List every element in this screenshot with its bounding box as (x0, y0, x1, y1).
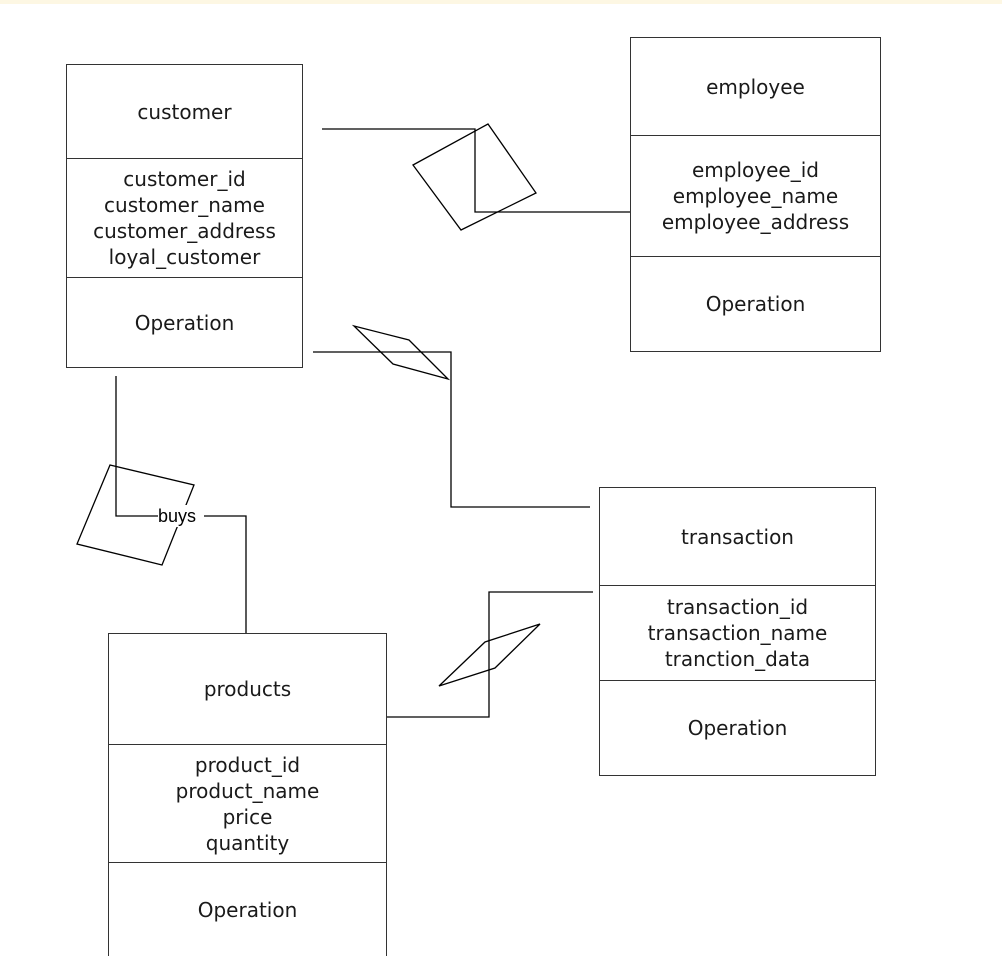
entity-name: customer (137, 99, 232, 124)
attribute: employee_id (692, 158, 819, 182)
entity-header: transaction (600, 488, 875, 585)
relationship-diamond-customer-products (76, 464, 195, 566)
connector-customer-employee (322, 128, 630, 213)
connector-customer-transaction (313, 351, 590, 508)
top-strip (0, 0, 1002, 4)
entity-attributes: product_id product_name price quantity (109, 744, 386, 862)
entity-attributes: transaction_id transaction_name tranctio… (600, 585, 875, 680)
operation-label: Operation (705, 292, 806, 316)
entity-products[interactable]: products product_id product_name price q… (108, 633, 387, 956)
entity-name: transaction (681, 524, 794, 549)
relationship-label-buys: buys (158, 506, 196, 526)
entity-header: customer (67, 65, 302, 158)
operation-label: Operation (687, 716, 788, 740)
relationship-label-background (158, 505, 204, 527)
attribute: employee_address (661, 210, 850, 234)
entity-operations: Operation (67, 277, 302, 367)
operation-label: Operation (197, 897, 298, 922)
attribute: customer_name (104, 193, 265, 217)
entity-name: employee (706, 74, 805, 99)
attribute: transaction_id (666, 595, 809, 619)
attribute-list: product_id product_name price quantity (176, 752, 320, 856)
attribute: loyal_customer (108, 245, 261, 269)
attribute-list: customer_id customer_name customer_addre… (93, 166, 276, 270)
entity-name: products (203, 677, 292, 701)
entity-attributes: employee_id employee_name employee_addre… (631, 135, 880, 256)
attribute-list: transaction_id transaction_name tranctio… (648, 594, 828, 672)
attribute: product_id (194, 752, 301, 777)
entity-employee[interactable]: employee employee_id employee_name emplo… (630, 37, 881, 352)
relationship-diamond-customer-employee (412, 123, 537, 231)
attribute: employee_name (672, 184, 839, 208)
attribute: transaction_name (647, 621, 828, 645)
attribute: price (222, 804, 273, 829)
attribute: product_name (175, 778, 320, 803)
entity-operations: Operation (109, 862, 386, 956)
connector-products-transaction (386, 591, 593, 718)
attribute: tranction_data (664, 647, 811, 671)
relationship-diamond-products-transaction (438, 623, 541, 687)
entity-operations: Operation (600, 680, 875, 775)
entity-attributes: customer_id customer_name customer_addre… (67, 158, 302, 277)
attribute: quantity (205, 830, 290, 855)
entity-header: products (109, 634, 386, 744)
attribute: customer_id (123, 167, 246, 191)
operation-label: Operation (134, 310, 235, 335)
relationship-diamond-customer-transaction (351, 324, 451, 381)
entity-transaction[interactable]: transaction transaction_id transaction_n… (599, 487, 876, 776)
attribute-list: employee_id employee_name employee_addre… (662, 157, 849, 235)
entity-customer[interactable]: customer customer_id customer_name custo… (66, 64, 303, 368)
entity-operations: Operation (631, 256, 880, 351)
entity-header: employee (631, 38, 880, 135)
attribute: customer_address (93, 219, 276, 243)
